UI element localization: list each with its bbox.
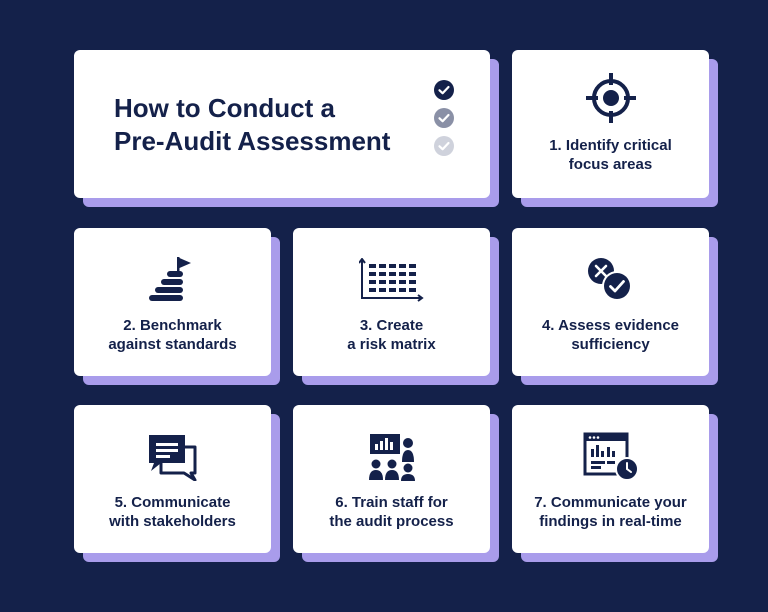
step-label: 7. Communicate your findings in real-tim… xyxy=(516,493,705,531)
step-label: 6. Train staff for the audit process xyxy=(297,493,486,531)
step-label-line: the audit process xyxy=(329,513,454,530)
card-surface: 4. Assess evidence sufficiency xyxy=(512,228,709,376)
step-label: 5. Communicate with stakeholders xyxy=(78,493,267,531)
step-card-2: 2. Benchmark against standards xyxy=(74,228,280,385)
chat-bubbles-icon xyxy=(148,435,196,481)
target-icon xyxy=(585,73,636,123)
title-line-2: Pre-Audit Assessment xyxy=(114,126,391,156)
step-label-line: 1. Identify critical xyxy=(549,137,672,154)
card-surface: 1. Identify critical focus areas xyxy=(512,50,709,198)
card-surface: 5. Communicate with stakeholders xyxy=(74,405,271,553)
step-label-line: 3. Create xyxy=(359,317,424,334)
page-title: How to Conduct a Pre-Audit Assessment xyxy=(114,92,390,158)
checklist xyxy=(434,80,456,164)
title-line-1: How to Conduct a xyxy=(114,93,335,123)
step-label-line: 4. Assess evidence xyxy=(541,317,680,334)
step-card-3: 3. Create a risk matrix xyxy=(293,228,499,385)
check-circle-icon xyxy=(434,80,454,100)
step-label: 4. Assess evidence sufficiency xyxy=(516,316,705,354)
step-label: 1. Identify critical focus areas xyxy=(516,136,705,174)
card-surface: 7. Communicate your findings in real-tim… xyxy=(512,405,709,553)
presentation-audience-icon xyxy=(368,434,415,481)
step-label-line: 6. Train staff for xyxy=(335,494,448,511)
step-label-line: against standards xyxy=(108,336,237,353)
cross-check-icon xyxy=(587,258,632,301)
step-card-4: 4. Assess evidence sufficiency xyxy=(512,228,718,385)
step-label-line: findings in real-time xyxy=(539,513,682,530)
card-surface: 2. Benchmark against standards xyxy=(74,228,271,376)
step-card-6: 6. Train staff for the audit process xyxy=(293,405,499,562)
step-label: 3. Create a risk matrix xyxy=(297,316,486,354)
check-circle-icon xyxy=(434,136,454,156)
step-card-7: 7. Communicate your findings in real-tim… xyxy=(512,405,718,562)
risk-matrix-grid-icon xyxy=(358,258,424,302)
step-label-line: sufficiency xyxy=(571,336,650,353)
step-card-5: 5. Communicate with stakeholders xyxy=(74,405,280,562)
step-label-line: focus areas xyxy=(568,156,653,173)
step-label-line: a risk matrix xyxy=(347,336,436,353)
step-label-line: with stakeholders xyxy=(109,513,236,530)
stacked-books-flag-icon xyxy=(148,257,191,301)
card-surface: 3. Create a risk matrix xyxy=(293,228,490,376)
step-label-line: 5. Communicate xyxy=(114,494,231,511)
step-label: 2. Benchmark against standards xyxy=(78,316,267,354)
title-card: How to Conduct a Pre-Audit Assessment xyxy=(74,50,499,207)
step-label-line: 2. Benchmark xyxy=(123,317,222,334)
step-card-1: 1. Identify critical focus areas xyxy=(512,50,718,207)
check-circle-icon xyxy=(434,108,454,128)
card-surface: 6. Train staff for the audit process xyxy=(293,405,490,553)
dashboard-clock-icon xyxy=(583,432,639,481)
step-label-line: 7. Communicate your xyxy=(534,494,687,511)
card-surface: How to Conduct a Pre-Audit Assessment xyxy=(74,50,490,198)
